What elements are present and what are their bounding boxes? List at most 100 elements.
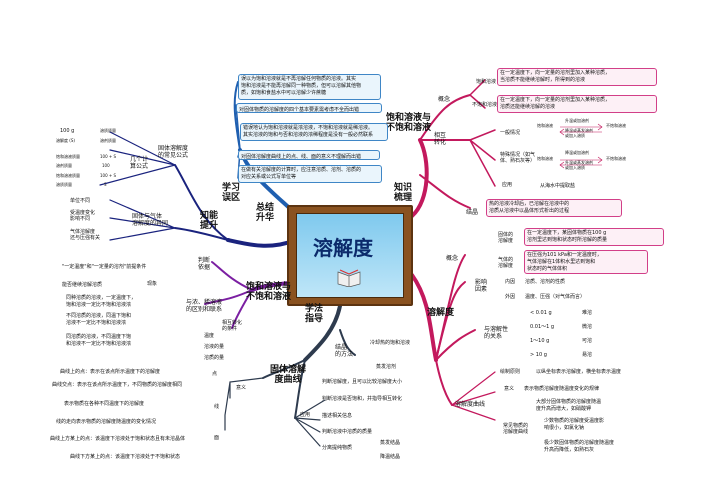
mistake-3: 错误地认为饱和溶液就是浓溶液，不饱和溶液就是稀溶液。 其实溶液的饱和与否和溶液的… [240, 123, 388, 141]
formula-3-d: S [104, 182, 107, 187]
general-unsaturated: 不饱和溶液 [606, 123, 626, 128]
branch-solubility [410, 273, 438, 362]
center-title: 溶解度 [313, 236, 373, 260]
conversion-arrows [559, 123, 603, 169]
common-curve-3: 极少数固体物质的溶解度随温度 升高而降低，如熟石灰 [544, 440, 615, 453]
solid-solubility-label: 固体的 溶解度 [498, 232, 514, 244]
formula-1-r-num: 溶质质量 [100, 128, 116, 133]
unsaturated-label: 不饱和溶液 [472, 102, 498, 108]
formula-2-a: 饱和溶液质量 [56, 154, 80, 159]
topic-learning-mistakes: 学习 误区 [222, 183, 241, 204]
app-2: 判断溶液是否饱和，并指导相互转化 [322, 396, 403, 402]
point-1: 曲线上的点：表示在该点所示温度下的溶解度 [60, 369, 161, 375]
topic-summary: 总结 升华 [256, 203, 275, 224]
saturated-label: 饱和溶液 [476, 79, 497, 85]
phenomenon-label: 现象 [147, 281, 158, 287]
application-text: 从海水中提取盐 [540, 183, 576, 189]
factors-label: 影响 因素 [475, 279, 488, 294]
mutual-conversion-label: 相互 转化 [434, 132, 447, 147]
compare-1: 单位不同 [70, 198, 91, 204]
surface-1: 曲线上方某上的点：该温度下溶液处于饱和状态且有未溶晶体 [50, 436, 186, 442]
app-5-b: 降温结晶 [380, 454, 401, 460]
solubility-formula-label: 固体溶解度 的常见公式 [158, 145, 189, 160]
formula-2-c: 100 + S [100, 154, 117, 159]
compare-3: 气体溶解度 还与压强有关 [70, 229, 101, 241]
formula-1-num: 100 g [60, 128, 75, 134]
point-label: 点 [212, 371, 218, 377]
internal-factor-text: 溶质、溶剂的性质 [525, 279, 566, 285]
topic-solubility: 溶解度 [427, 308, 455, 318]
app-4: 判断溶液中溶质的质量 [322, 429, 373, 435]
formula-1-den: 溶解度 (S) [56, 138, 75, 143]
formula-1-r-den: 溶剂质量 [100, 138, 116, 143]
calc-formula-label: 几个计 算公式 [130, 156, 149, 171]
special-unsaturated: 不饱和溶液 [606, 156, 626, 161]
range-4-text: 易溶 [582, 352, 593, 358]
solid-solubility-def: 在一定温度下，某固体物质在100 g 溶剂里达到饱和状态时所溶解的质量 [524, 228, 664, 246]
drawing-principle-label: 绘制原则 [500, 369, 521, 375]
topic-method: 学法 指导 [305, 304, 324, 325]
method-evaporate: 蒸发溶剂 [376, 364, 397, 370]
general-arrow-1: 升温或加溶剂 [565, 118, 589, 123]
special-arrow-2: 升温或蒸发溶剂 或加入溶质 [565, 160, 593, 170]
formula-3-c: 100 + S [100, 173, 117, 178]
formula-2-b: 溶剂质量 [56, 163, 72, 168]
range-3: 1～10 g [530, 338, 550, 344]
mistake-4: 对固体溶解度曲线上的点、线、面的意义不理解而出错 [238, 150, 380, 160]
gas-solubility-def: 在压强为101 kPa和一定温度时， 气体溶解在1体积水里达到饱和 状态时的气体… [524, 250, 648, 274]
conversion-cond-label: 相互转化 的条件 [222, 320, 243, 332]
common-curve-1: 大部分固体物质的溶解度随温 度升高而增大，如硝酸钾 [536, 399, 602, 412]
line-label: 线 [214, 404, 220, 410]
common-curve-2: 少数物质的溶解度受温度影 响很小，如氯化钠 [544, 418, 605, 431]
general-saturated: 饱和溶液 [537, 123, 553, 128]
topic-knowledge-review: 知识 梳理 [394, 183, 413, 204]
line-1: 表示物质在各种不同温度下的溶解度 [64, 401, 145, 407]
application-bottom-label: 应用 [300, 412, 311, 418]
app-5: 分离提纯物质 [322, 445, 353, 451]
judgment-label: 判断 依据 [198, 257, 211, 272]
cond-solution: 溶液的量 [204, 344, 225, 350]
solubility-curve-label: 溶解度曲线 [455, 401, 486, 408]
solubility-concept-label: 概念 [446, 255, 459, 262]
branch-method [303, 304, 342, 362]
general-arrow-2: 降温或蒸发溶剂 或加入溶质 [565, 128, 593, 138]
surface-label: 面 [214, 435, 220, 441]
crystallization-label: 结晶 [466, 209, 479, 216]
common-curves-label: 常见物质的 溶解度曲线 [503, 423, 529, 436]
special-arrow-1: 降温或加溶剂 [565, 150, 589, 155]
range-1-text: 难溶 [582, 310, 593, 316]
line-2: 线的走向表示物质的溶解度随温度的变化情况 [56, 419, 157, 425]
solid-gas-compare-label: 固体与气体 溶解度的异同 [132, 213, 169, 228]
phenomenon-text: 能否继续溶解溶质 [62, 282, 103, 288]
surface-2: 曲线下方某上的点：该温度下溶液处于不饱和状态 [70, 454, 181, 460]
formula-3-b: 溶质质量 [56, 182, 72, 187]
range-4: > 10 g [530, 352, 547, 358]
curve-meaning-text: 表示物质溶解度随温度变化的规律 [524, 386, 600, 392]
diff-2: 不同溶质的溶液，同温下饱和 溶液不一定比不饱和溶液浓 [66, 313, 132, 326]
book-icon [337, 269, 361, 287]
range-2: 0.01～1 g [530, 324, 555, 330]
app-1: 判断溶解度，且可以比较溶解度大小 [322, 379, 403, 385]
special-case-label: 特殊情况（如气 体、熟石灰等） [500, 152, 536, 165]
external-factor-text: 温度、压强（对气体而言） [525, 294, 586, 300]
mistake-5: 在做有关溶解度的计算时，应注意溶质、溶剂、溶质的 对应关系或公式写单位等 [238, 165, 382, 183]
crystallize-method-label: 结晶 的方法 [335, 344, 354, 359]
range-1: < 0.01 g [530, 310, 552, 316]
branch-summary [226, 238, 298, 248]
mistake-2: 对固体物质的溶解度的四个基本要素需考虑不全而出错 [236, 103, 382, 113]
concept-label: 概念 [438, 96, 451, 103]
compare-2: 受温度变化 影响不同 [70, 210, 96, 222]
formula-3-a: 饱和溶液质量 [56, 173, 80, 178]
judgment-text: "一定温度"和"一定量的溶剂"前提条件 [62, 264, 147, 270]
cond-solute: 溶质的量 [204, 355, 225, 361]
external-factor-label: 外因 [505, 294, 516, 300]
curve-meaning-label: 意义 [504, 386, 515, 392]
cond-temperature: 温度 [204, 333, 215, 339]
application-label: 应用 [502, 182, 513, 188]
topic-saturated-lower: 饱和溶液与 不饱和溶液 [246, 282, 292, 303]
drawing-principle-text: 以纵坐标表示溶解度，横坐标表示温度 [536, 369, 622, 375]
internal-factor-label: 内因 [505, 279, 516, 285]
topic-ability: 知能 提升 [200, 211, 219, 232]
saturated-definition: 在一定温度下，向一定量的溶剂里加入某种溶质， 当溶质不能继续溶解时，所得到的溶液 [497, 68, 657, 86]
mistake-1: 误以为饱和溶液就是不再溶解任何物质的溶液。其实 饱和溶液是不能再溶解同一种物质，… [238, 74, 381, 100]
